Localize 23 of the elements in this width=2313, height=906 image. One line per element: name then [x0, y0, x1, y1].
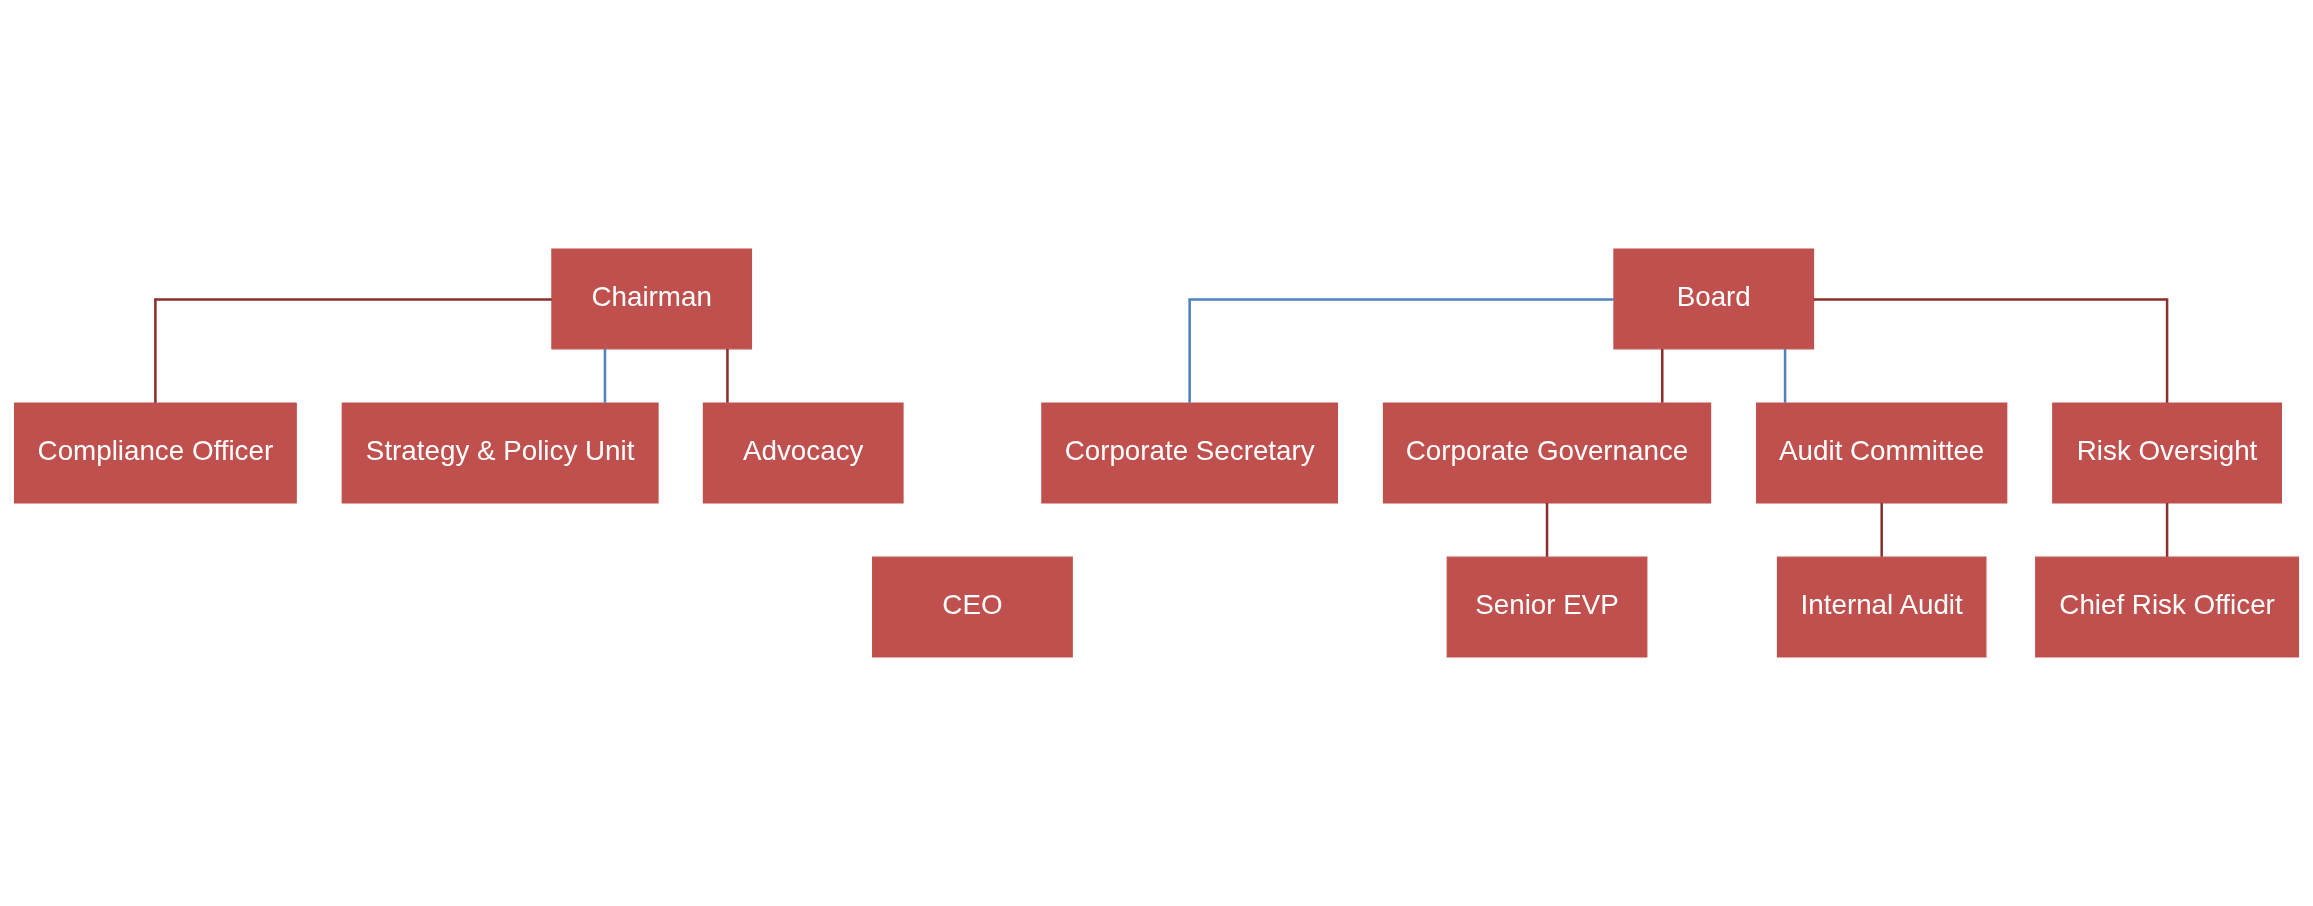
- node-box: Board: [1613, 248, 1815, 350]
- connector: [603, 348, 607, 403]
- node-box: Audit Committee: [1756, 402, 2008, 504]
- connector: [2165, 503, 2169, 557]
- node-box: CEO: [872, 556, 1073, 658]
- node-box: Chairman: [551, 248, 753, 350]
- node-box: Strategy & Policy Unit: [341, 402, 659, 504]
- node-box: Internal Audit: [1776, 556, 1987, 658]
- connector: [1545, 503, 1549, 557]
- connector: [1783, 348, 1787, 403]
- node-box: Corporate Secretary: [1041, 402, 1339, 504]
- connector: [154, 298, 552, 403]
- node-box: Advocacy: [702, 402, 904, 504]
- connector: [1813, 298, 2169, 403]
- connector: [726, 348, 729, 403]
- node-box: Compliance Officer: [13, 402, 297, 504]
- connector: [1661, 348, 1664, 403]
- connector: [1188, 298, 1614, 403]
- connector: [1880, 503, 1883, 557]
- node-box: Corporate Governance: [1382, 402, 1712, 504]
- node-box: Chief Risk Officer: [2035, 556, 2300, 658]
- node-box: Senior EVP: [1446, 556, 1648, 658]
- node-box: Risk Oversight: [2052, 402, 2282, 504]
